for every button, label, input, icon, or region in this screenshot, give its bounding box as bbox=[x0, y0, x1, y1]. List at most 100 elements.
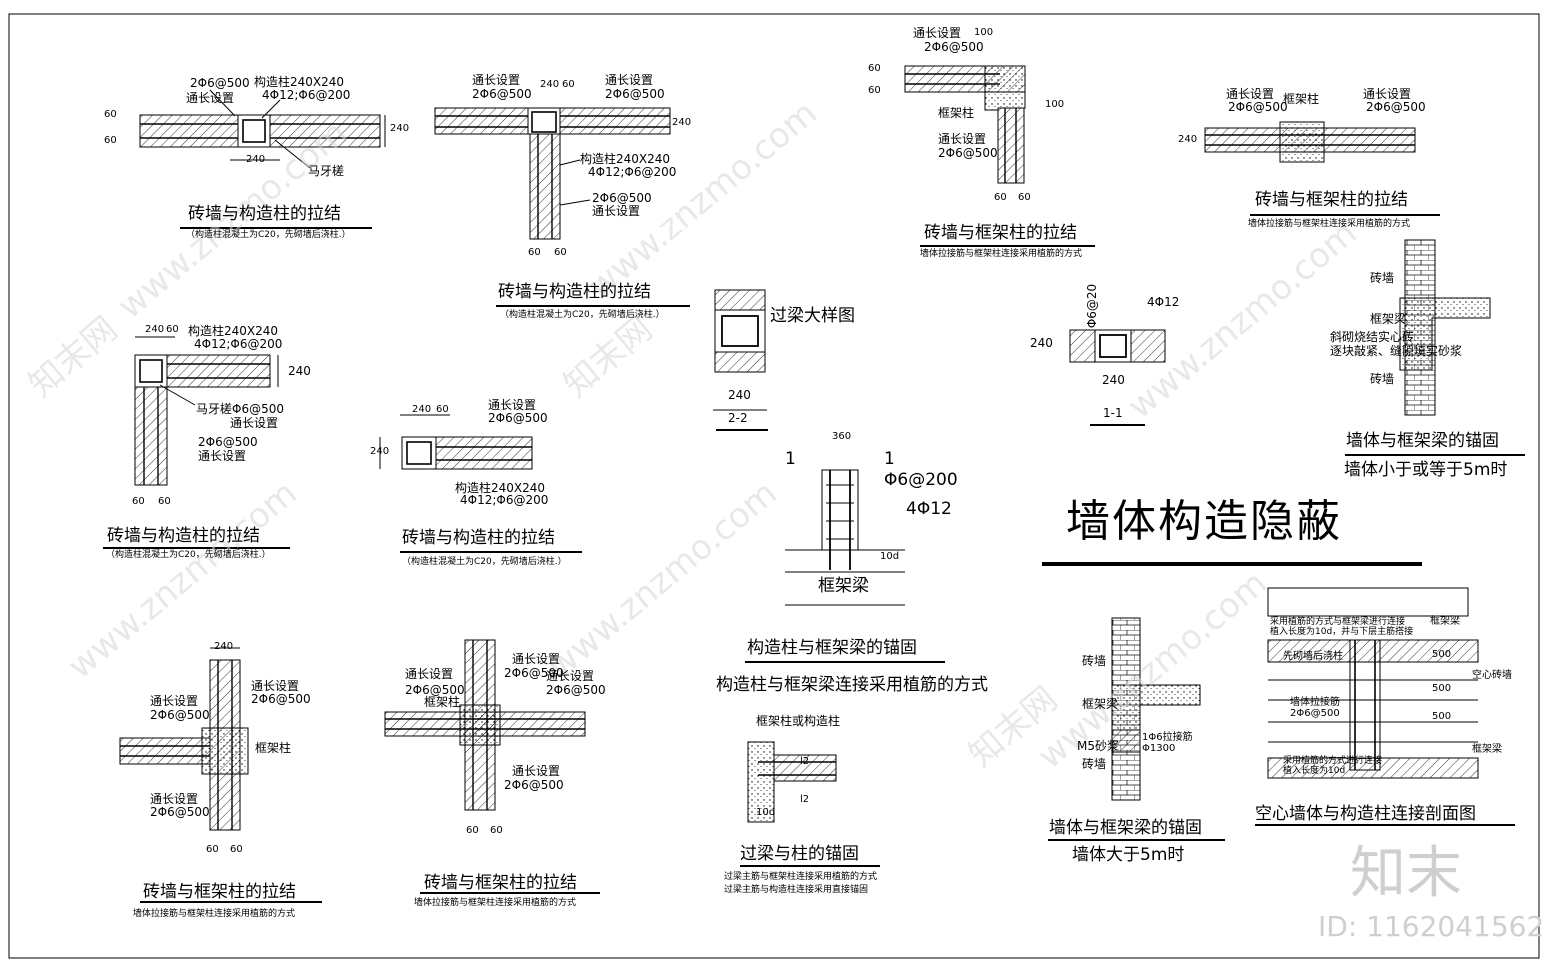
caption-col-beam-sub: 构造柱与框架梁连接采用植筋的方式 bbox=[716, 675, 988, 695]
label-rebar: 2Φ6@500 bbox=[924, 40, 984, 54]
dim-60: 60 bbox=[994, 192, 1007, 203]
label-tongchang: 通长设置 bbox=[488, 398, 537, 412]
label-rebar: 2Φ6@500 bbox=[488, 411, 548, 425]
label-rebar: 2Φ6@500 bbox=[938, 146, 998, 160]
label-brick: 砖墙 bbox=[1082, 757, 1107, 771]
caption-wall-beam-small: 墙体与框架梁的锚固 bbox=[1346, 431, 1499, 451]
label-tongchang: 通长设置 bbox=[913, 26, 962, 40]
label-frame-col: 框架柱 bbox=[938, 106, 975, 120]
label-tongchang: 通长设置 bbox=[605, 73, 654, 87]
label-rebar: 2Φ6@500 bbox=[472, 87, 532, 101]
dim-240: 240 bbox=[1030, 336, 1053, 350]
dim-240: 240 bbox=[288, 364, 311, 378]
sheet-title: 墙体构造隐蔽 bbox=[1066, 496, 1342, 547]
label-rebar: 2Φ6@500 bbox=[190, 76, 250, 90]
label-tongchang: 通长设置 bbox=[1226, 87, 1275, 101]
label-main: 4Φ12 bbox=[906, 499, 952, 519]
label-frame-beam: 框架梁 bbox=[1430, 616, 1460, 627]
caption-d6: 砖墙与框架柱的拉结 bbox=[424, 873, 577, 893]
dim-60: 60 bbox=[868, 63, 881, 74]
detail-wall-frame-corner bbox=[904, 65, 1095, 247]
caption-d8: 砖墙与框架柱的拉结 bbox=[1255, 190, 1408, 210]
label-tongchang: 通长设置 bbox=[592, 204, 641, 218]
label-frame-col: 框架柱 bbox=[424, 695, 461, 709]
dim-240: 240 bbox=[214, 641, 234, 652]
caption-d7: 砖墙与框架柱的拉结 bbox=[924, 223, 1077, 243]
detail-wall-column-straight bbox=[139, 89, 386, 229]
dim-60: 60 bbox=[562, 79, 575, 90]
dim-240: 240 bbox=[728, 388, 751, 402]
label-rebar: 2Φ6@500 bbox=[546, 683, 606, 697]
label-frame-beam: 框架梁 bbox=[1082, 697, 1119, 711]
label-10d: 10d bbox=[756, 807, 776, 818]
label-sec-mark: 1 bbox=[884, 449, 895, 469]
label-tongchang: 通长设置 bbox=[512, 764, 561, 778]
label-col-rebar: 4Φ12;Φ6@200 bbox=[262, 88, 351, 102]
label-col-rebar: 4Φ12;Φ6@200 bbox=[588, 165, 677, 179]
note-d7: 墙体拉接筋与框架柱连接采用植筋的方式 bbox=[920, 249, 1083, 259]
dim-60: 60 bbox=[1018, 192, 1031, 203]
label-plant-3: 采用植筋的方式进行连接 bbox=[1283, 756, 1383, 766]
caption-wall-beam-big: 墙体与框架梁的锚固 bbox=[1049, 818, 1202, 838]
label-rebar: 2Φ6@500 bbox=[504, 666, 564, 680]
detail-wall-beam-big bbox=[1048, 617, 1225, 841]
label-rebar: 2Φ6@500 bbox=[1228, 100, 1288, 114]
dim-100: 100 bbox=[1045, 99, 1065, 110]
dim-60: 60 bbox=[104, 109, 117, 120]
dim-240: 240 bbox=[540, 79, 560, 90]
caption-lintel-anchor: 过梁与柱的锚固 bbox=[740, 844, 859, 864]
caption-d1: 砖墙与构造柱的拉结 bbox=[188, 204, 341, 224]
detail-lintel-section bbox=[713, 289, 768, 431]
label-tongchang: 通长设置 bbox=[230, 416, 279, 430]
label-brick: 砖墙 bbox=[1370, 372, 1395, 386]
note-lintel-1: 过梁主筋与框架柱连接采用植筋的方式 bbox=[724, 872, 878, 882]
label-col-size: 构造柱240X240 bbox=[455, 481, 546, 495]
label-tongchang: 通长设置 bbox=[150, 694, 199, 708]
label-wall-tie-rebar: 2Φ6@500 bbox=[1290, 708, 1340, 719]
dim-60: 60 bbox=[868, 85, 881, 96]
label-rebar: 2Φ6@500 bbox=[198, 435, 258, 449]
label-frame-beam: 框架梁 bbox=[818, 576, 869, 596]
dim-60: 60 bbox=[436, 404, 449, 415]
label-tie: 1Φ6拉接筋 bbox=[1142, 732, 1193, 743]
label-tongchang: 通长设置 bbox=[472, 73, 521, 87]
label-rebar: 2Φ6@500 bbox=[150, 805, 210, 819]
detail-wall-frame-tee bbox=[119, 647, 322, 903]
label-rebar: 2Φ6@500 bbox=[592, 191, 652, 205]
dim-60: 60 bbox=[158, 496, 171, 507]
label-plant-2: 植入长度为10d，并与下层主筋搭接 bbox=[1270, 627, 1414, 637]
label-tongchang: 通长设置 bbox=[512, 652, 561, 666]
label-rebar: 2Φ6@500 bbox=[605, 87, 665, 101]
dim-60: 60 bbox=[166, 324, 179, 335]
label-frame-col: 框架柱 bbox=[1283, 92, 1320, 106]
watermark-logo: 知末 bbox=[1350, 841, 1462, 906]
dim-10d: 10d bbox=[880, 551, 900, 562]
label-col-size: 构造柱240X240 bbox=[188, 324, 279, 338]
label-col-size: 构造柱240X240 bbox=[580, 152, 671, 166]
detail-wall-frame-straight bbox=[1204, 121, 1440, 216]
label-brick: 砖墙 bbox=[1370, 271, 1395, 285]
label-tongchang: 通长设置 bbox=[938, 132, 987, 146]
caption-hollow: 空心墙体与构造柱连接剖面图 bbox=[1255, 804, 1476, 824]
label-frame-beam: 框架梁 bbox=[1472, 744, 1502, 755]
note-d5: 墙体拉接筋与框架柱连接采用植筋的方式 bbox=[133, 909, 296, 919]
detail-wall-column-corner bbox=[103, 336, 290, 549]
label-stir-v: Φ6@20 bbox=[1085, 283, 1100, 329]
dim-240: 240 bbox=[370, 446, 390, 457]
label-slant: 斜砌烧结实心砖 bbox=[1330, 330, 1415, 344]
label-wall-tie: 墙体拉接筋 bbox=[1290, 697, 1340, 708]
caption-d5: 砖墙与框架柱的拉结 bbox=[143, 882, 296, 902]
detail-lintel-anchor bbox=[740, 741, 880, 867]
dim-240: 240 bbox=[1178, 134, 1198, 145]
note-d2: （构造柱混凝土为C20，先砌墙后浇柱.） bbox=[500, 310, 665, 320]
caption-d3: 砖墙与构造柱的拉结 bbox=[107, 526, 260, 546]
label-col-rebar: 4Φ12;Φ6@200 bbox=[460, 493, 549, 507]
label-plant-1: 采用植筋的方式与框架梁进行连接 bbox=[1270, 617, 1406, 627]
detail-wall-column-end bbox=[379, 414, 582, 553]
label-rebar: 2Φ6@500 bbox=[504, 778, 564, 792]
detail-wall-column-tee bbox=[434, 107, 690, 307]
dim-60: 60 bbox=[528, 247, 541, 258]
label-sec-11: 1-1 bbox=[1103, 406, 1123, 420]
label-plant-4: 植入长度为10d bbox=[1283, 766, 1346, 776]
